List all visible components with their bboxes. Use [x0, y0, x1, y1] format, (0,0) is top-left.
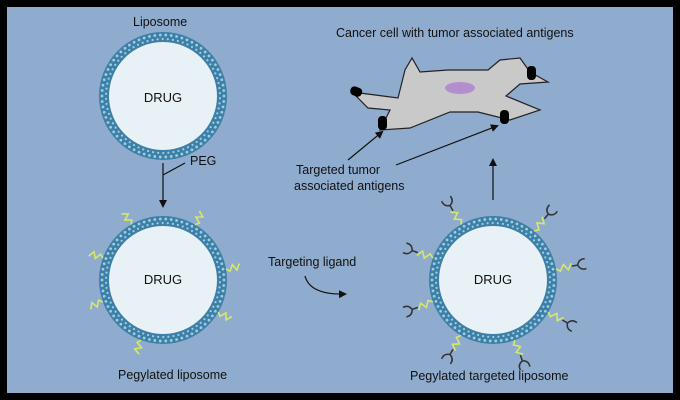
- peg-chain: [89, 299, 104, 310]
- targeting-ligand: [440, 348, 454, 365]
- peg-chain: [225, 263, 241, 273]
- aqueous-core: [109, 42, 217, 150]
- peg-chain: [88, 250, 104, 261]
- peg-chain: [451, 334, 462, 352]
- peg-chain: [418, 299, 434, 311]
- targeting-ligand: [518, 354, 531, 371]
- antigen-arrow-1: [347, 130, 384, 161]
- targeting-ligand: [402, 305, 419, 318]
- pegylated-targeted-liposome-label: Pegylated targeted liposome: [410, 369, 569, 383]
- peg-chain: [121, 213, 133, 225]
- aqueous-core: [439, 226, 547, 334]
- aqueous-core: [109, 226, 217, 334]
- peg-label: PEG: [190, 154, 217, 168]
- peg-chain: [450, 211, 463, 225]
- antigen-4: [527, 66, 536, 80]
- targeting-ligand: [440, 195, 454, 212]
- drug-label-liposome: DRUG: [143, 90, 183, 105]
- liposome-targeted: [402, 195, 587, 371]
- peg-chain: [547, 311, 565, 322]
- antigen-1: [350, 86, 363, 97]
- cancer-cell: [350, 56, 551, 131]
- cancer-cell-body: [350, 56, 551, 131]
- pegylated-liposome-label: Pegylated liposome: [118, 368, 228, 382]
- drug-label-targeted: DRUG: [473, 272, 513, 287]
- peg-chain: [133, 339, 144, 355]
- antigen-2: [378, 116, 387, 130]
- targeting-ligand-label: Targeting ligand: [268, 255, 357, 269]
- peg-chain: [416, 249, 434, 260]
- liposome-plain: [99, 32, 227, 160]
- peg-chain: [512, 339, 524, 355]
- peg-chain: [217, 311, 233, 322]
- targeted-antigens-label-2: associated antigens: [294, 179, 405, 193]
- antigen-3: [500, 110, 509, 124]
- peg-chain: [533, 216, 546, 232]
- targeted-antigens-label-1: Targeted tumor: [296, 163, 381, 177]
- ligand-arrow: [304, 275, 347, 299]
- targeting-ligand: [402, 242, 419, 255]
- peg-chain: [194, 210, 205, 226]
- antigen-arrow-2: [395, 124, 499, 166]
- liposome-label: Liposome: [133, 15, 188, 29]
- targeting-ligand: [561, 319, 578, 333]
- targeting-ligand: [543, 204, 558, 220]
- cancer-cell-title: Cancer cell with tumor associated antige…: [336, 26, 574, 40]
- cell-nucleus: [445, 82, 475, 94]
- drug-label-pegylated: DRUG: [143, 272, 183, 287]
- targeting-ligand: [571, 258, 587, 270]
- liposome-pegylated: [88, 210, 241, 355]
- peg-chain: [555, 262, 572, 273]
- peg-arrow-tick: [162, 162, 186, 176]
